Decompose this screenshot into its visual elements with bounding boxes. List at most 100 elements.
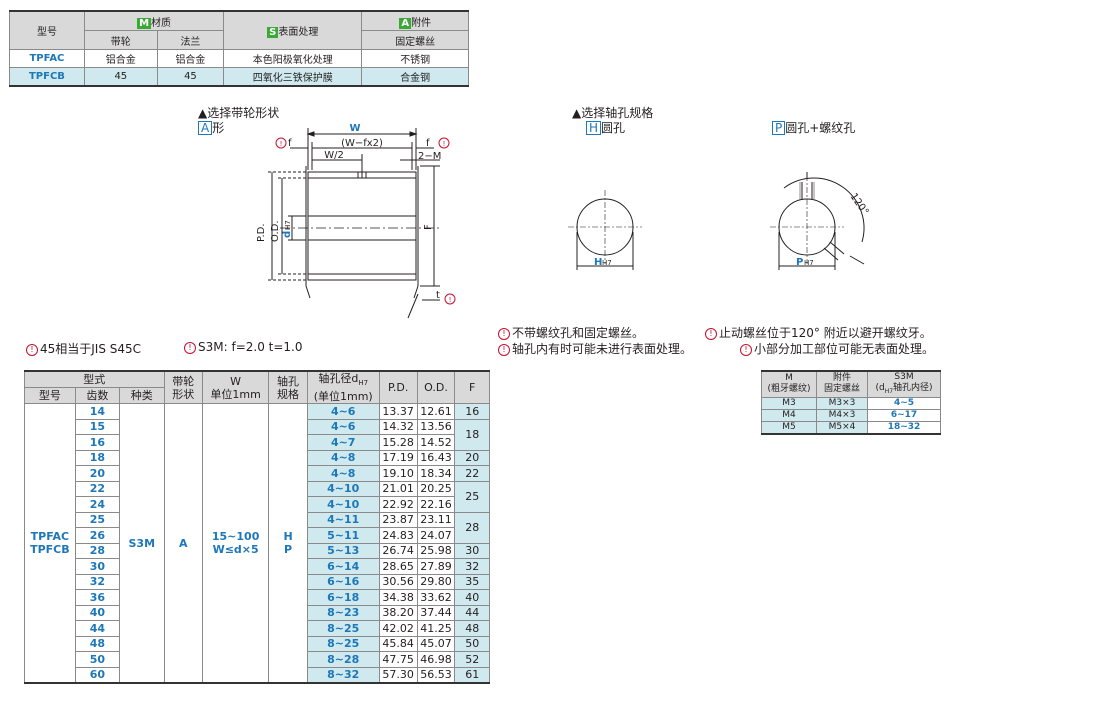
table-row: M4 M4×3 6~17: [761, 408, 941, 422]
od-cell: 41.25: [416, 620, 456, 637]
surface-label: 表面处理: [278, 27, 319, 38]
teeth-cell: 16: [74, 434, 121, 451]
dim-t-label: t: [436, 290, 440, 301]
note-s3m-text: S3M: f=2.0 t=1.0: [198, 340, 303, 354]
bore-h-label: 圆孔: [601, 121, 626, 135]
note-partial-surface: !小部分加工部位可能无表面处理。: [740, 340, 934, 357]
range-cell: 4~5: [867, 396, 941, 410]
dim-w-half-label: W/2: [324, 150, 344, 161]
dim-d-label: d: [282, 231, 293, 238]
dim-d-sub: H7: [284, 220, 292, 230]
od-cell: 56.53: [416, 666, 456, 684]
note-bore-surface-text: 轴孔内有时可能未进行表面处理。: [512, 342, 693, 356]
note-set-screw-text: 止动螺丝位于120° 附近以避开螺纹牙。: [719, 326, 932, 340]
kind-cell: S3M: [119, 403, 165, 684]
screw-cell: M5×4: [816, 420, 868, 435]
material-label: 材质: [151, 17, 172, 29]
dia-cell: 4~10: [306, 496, 380, 513]
range-cell: 6~17: [867, 408, 941, 422]
teeth-cell: 28: [74, 542, 121, 560]
table-row: M3 M3×3 4~5: [761, 396, 941, 410]
range-cell: 18~32: [867, 420, 941, 435]
header-flange: 法兰: [156, 30, 225, 50]
teeth-cell: 36: [74, 589, 121, 606]
note-icon: !: [438, 137, 450, 149]
table-row: 60 8~32 57.30 56.53 61: [25, 666, 490, 684]
table-row: 15 4~6 14.32 13.56 18: [25, 418, 490, 451]
table-row: 16 4~7 15.28 14.52: [25, 434, 490, 451]
teeth-cell: 20: [74, 465, 121, 482]
header-bore-1: 轴孔: [277, 374, 300, 388]
pd-cell: 42.02: [378, 620, 418, 637]
note-icon: !: [705, 327, 717, 340]
pulley-material: 铝合金: [83, 49, 158, 68]
od-cell: 12.61: [416, 403, 456, 420]
header-pulley: 带轮: [83, 30, 158, 50]
teeth-cell: 48: [74, 635, 121, 653]
shape-letter: A: [198, 121, 213, 135]
flange-material: 铝合金: [156, 49, 225, 68]
model-code: TPFCB: [9, 67, 85, 87]
dia-cell: 8~32: [306, 666, 380, 684]
dia-cell: 4~11: [306, 511, 380, 529]
od-cell: 25.98: [416, 542, 456, 560]
header-bore: 轴孔规格: [268, 370, 308, 405]
od-cell: 45.07: [416, 635, 456, 653]
svg-text:!: !: [280, 140, 283, 148]
pd-cell: 47.75: [378, 651, 418, 668]
teeth-cell: 25: [74, 511, 121, 529]
header-pd: P.D.: [378, 370, 418, 405]
teeth-cell: 30: [74, 558, 121, 575]
pd-cell: 45.84: [378, 635, 418, 653]
header-s3m: S3M(dH7轴孔内径): [867, 370, 941, 398]
od-cell: 27.89: [416, 558, 456, 575]
screw-cell: M4×3: [816, 408, 868, 422]
note-icon: !: [275, 137, 287, 149]
bore-p-letter: P: [772, 121, 786, 135]
note-s3m: !S3M: f=2.0 t=1.0: [184, 340, 302, 354]
note-partial-surface-text: 小部分加工部位可能无表面处理。: [754, 342, 935, 356]
teeth-cell: 14: [74, 403, 121, 420]
dia-cell: 8~25: [306, 620, 380, 637]
f-cell: 28: [454, 511, 490, 544]
dia-cell: 8~28: [306, 651, 380, 668]
f-cell: 40: [454, 589, 490, 606]
pd-cell: 34.38: [378, 589, 418, 606]
header-w-2: 单位1mm: [210, 387, 261, 401]
dia-cell: 5~13: [306, 542, 380, 560]
note-steel: !45相当于JIS S45C: [26, 340, 141, 357]
header-set-screw: 固定螺丝: [361, 30, 469, 50]
header-acc-2: 固定螺丝: [823, 384, 860, 395]
header-acc: 附件固定螺丝: [816, 370, 868, 398]
dim-pd-label: P.D.: [256, 223, 267, 242]
f-cell: 35: [454, 573, 490, 591]
header-m-1: M: [785, 373, 793, 384]
header-s3m-sub: H7: [884, 387, 894, 395]
bore-h-drawing: H H7: [568, 190, 642, 270]
od-cell: 37.44: [416, 604, 456, 622]
svg-text:!: !: [449, 296, 452, 304]
pulley-section-drawing: W (W−fx2) W/2 f f 2−M P.D. O.D. d H7 F t…: [256, 123, 456, 319]
teeth-cell: 44: [74, 620, 121, 637]
dia-cell: 8~23: [306, 604, 380, 622]
table-row: 32 6~16 30.56 29.80 35: [25, 573, 490, 591]
dia-cell: 4~6: [306, 418, 380, 436]
pd-cell: 38.20: [378, 604, 418, 622]
accessory-label: 附件: [411, 17, 432, 29]
bore-p-dim: P: [796, 257, 803, 268]
screw-table: M(粗牙螺纹) 附件固定螺丝 S3M(dH7轴孔内径) M3 M3×3 4~5 …: [761, 370, 941, 435]
note-set-screw: !止动螺丝位于120° 附近以避开螺纹牙。: [705, 324, 932, 341]
surface-treatment: 四氧化三铁保护膜: [223, 67, 363, 87]
f-cell: 16: [454, 403, 490, 420]
teeth-cell: 50: [74, 651, 121, 668]
teeth-cell: 22: [74, 480, 121, 498]
